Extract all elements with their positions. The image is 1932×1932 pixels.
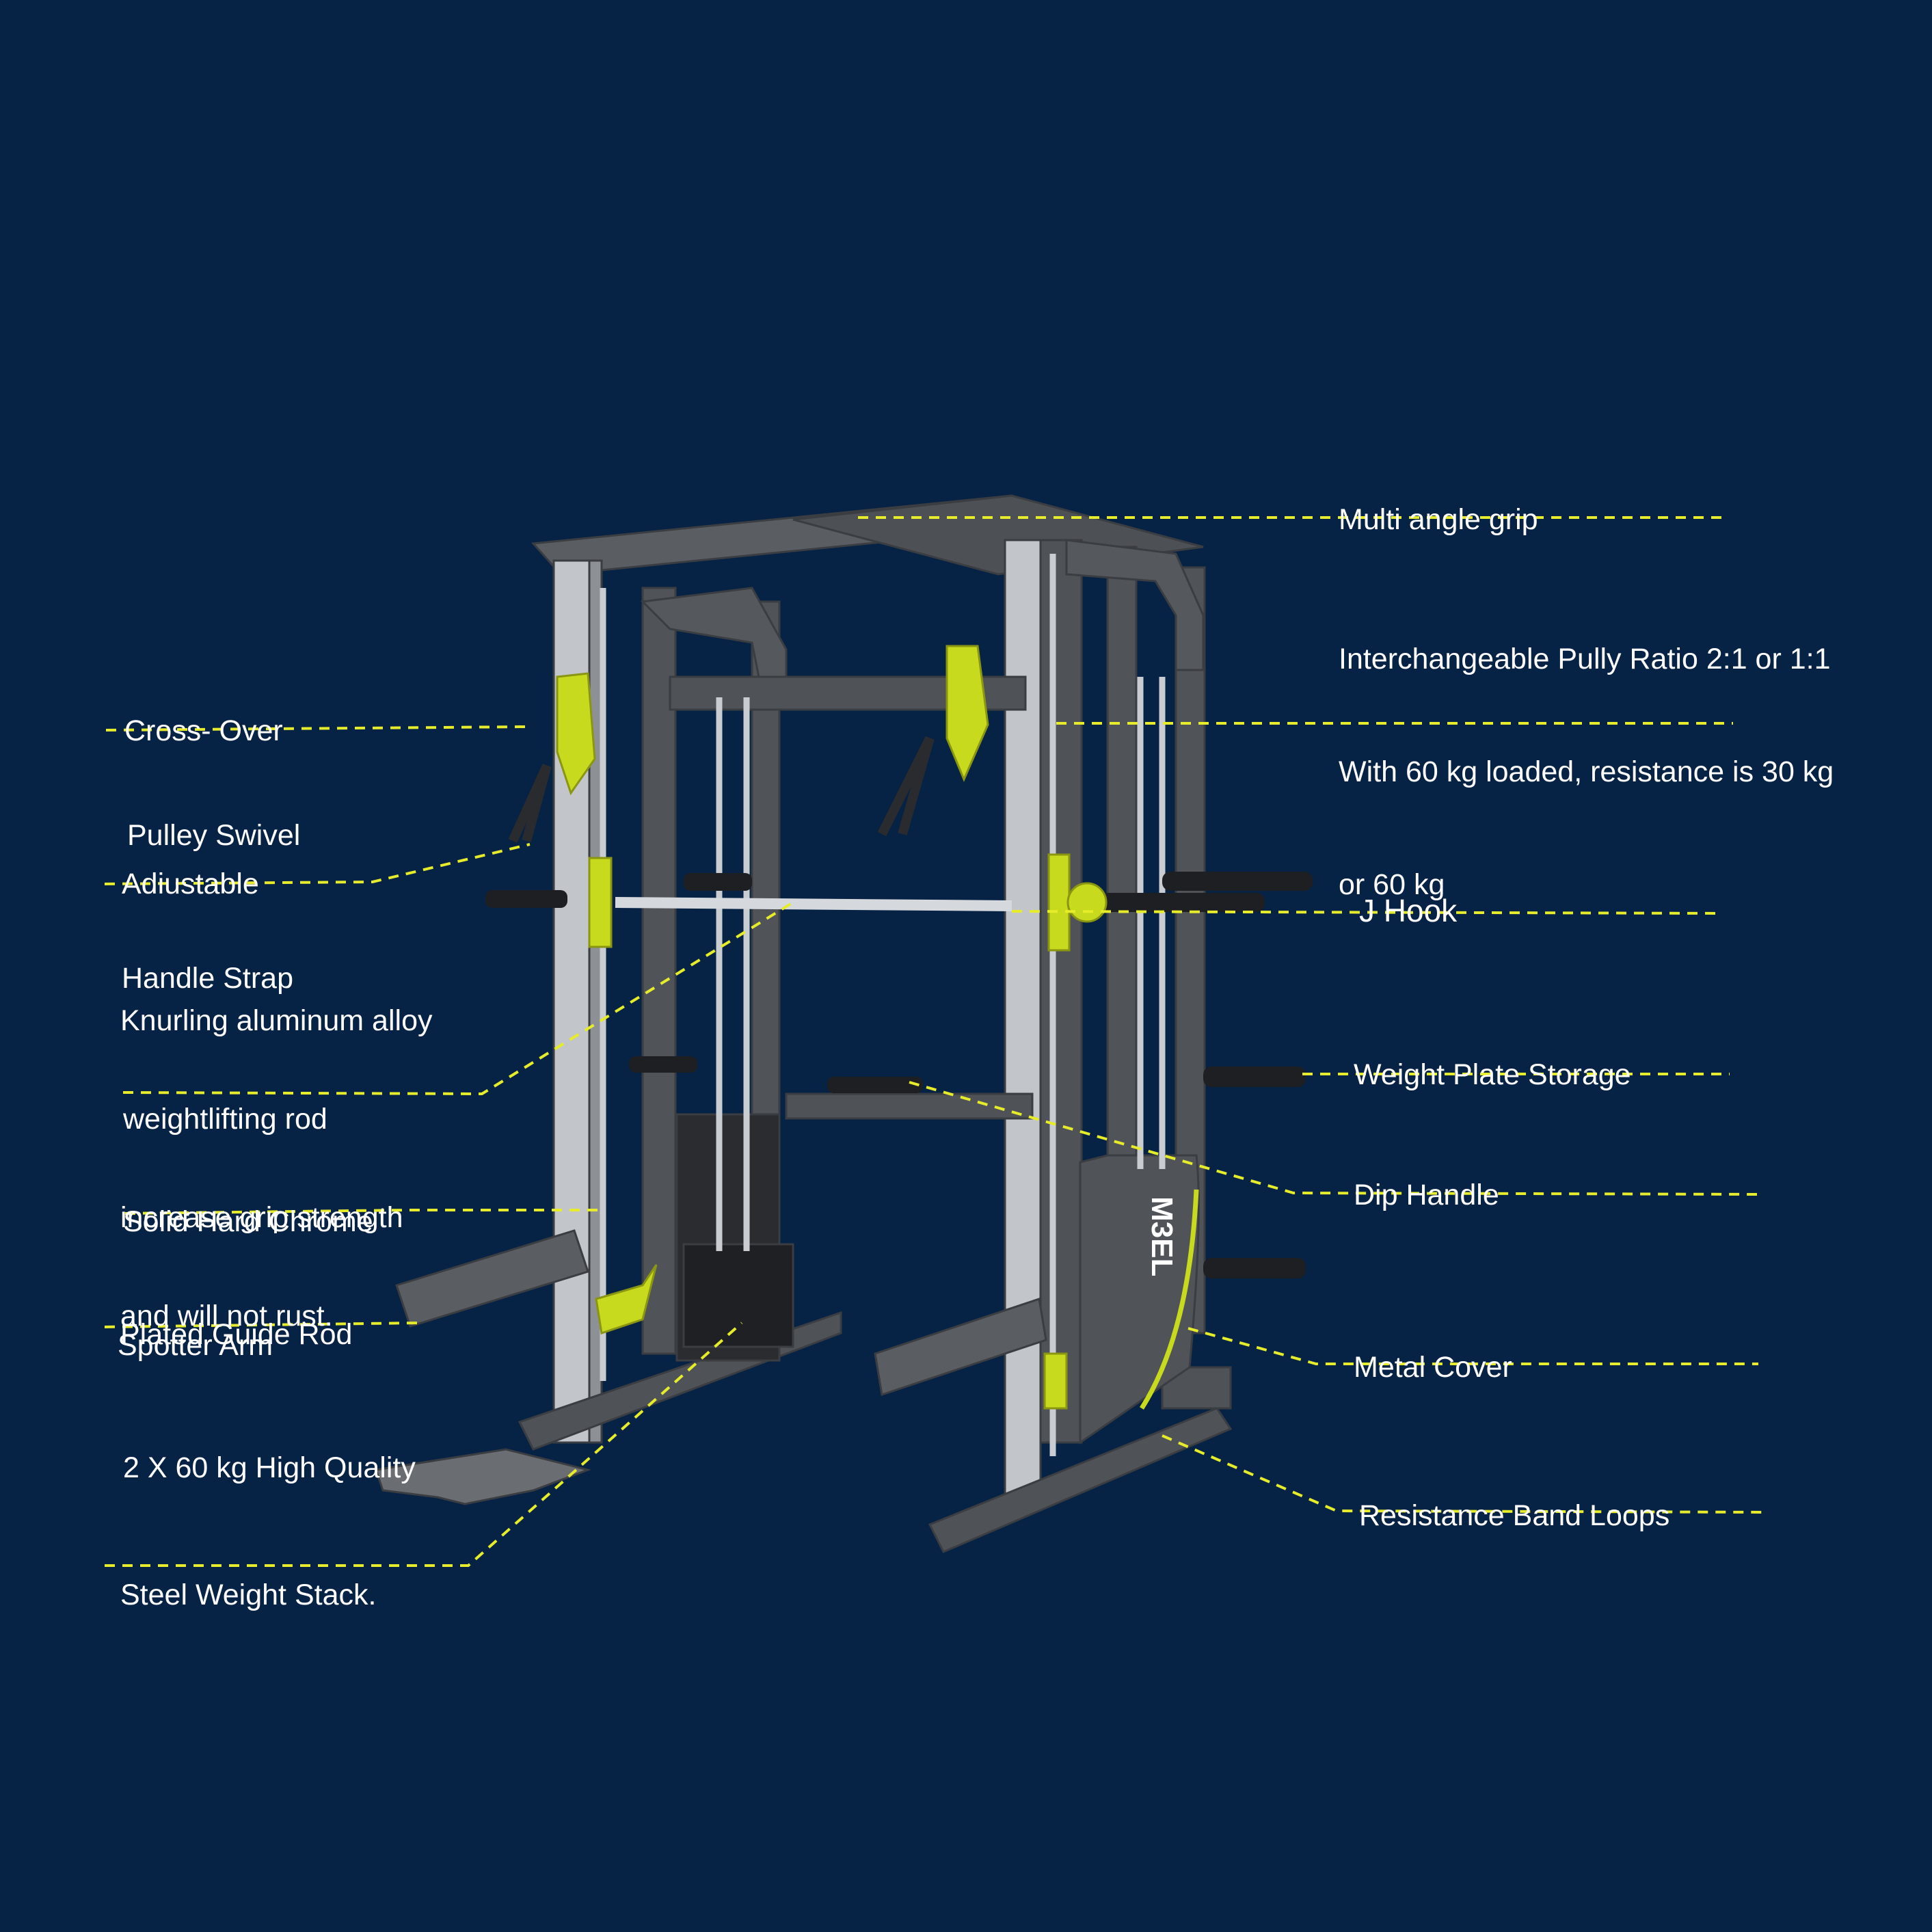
callout-j-hook: J Hook <box>1359 822 1457 999</box>
cable-handles <box>508 736 935 843</box>
leader-weight-stack <box>105 1321 743 1567</box>
callout-line: Steel Weight Stack. <box>120 1579 377 1611</box>
leader-metal-cover <box>1188 1327 1758 1365</box>
callout-line: 2 X 60 kg High Quality <box>123 1451 416 1484</box>
callout-plate-storage: Weight Plate Storage <box>1354 986 1631 1164</box>
leader-j-hook <box>1011 910 1723 915</box>
leader-band-loops <box>1162 1434 1768 1514</box>
callout-line: Interchangeable Pully Ratio 2:1 or 1:1 <box>1339 643 1831 675</box>
callout-spotter-arm: Spotter Arm <box>118 1257 273 1434</box>
callout-line: or 60 kg <box>1339 868 1445 901</box>
leader-knurling-rod <box>122 901 794 1096</box>
callout-knurling-rod: Knurling aluminum alloy weightlifting ro… <box>120 939 433 1398</box>
leader-dip-handle <box>909 1081 1758 1196</box>
callout-handle-strap: Adiustable Handle Strap <box>122 805 293 1057</box>
callout-line: Knurling aluminum alloy <box>120 1004 433 1037</box>
callout-dip-handle: Dip Handle <box>1354 1106 1499 1284</box>
accent-pulleys <box>556 645 1108 1410</box>
callout-weight-stack: 2 X 60 kg High Quality Steel Weight Stac… <box>120 1362 416 1701</box>
callout-band-loops: Resistance Band Loops <box>1359 1427 1669 1605</box>
callout-line: weightlifting rod <box>123 1103 327 1136</box>
callout-line: Weight Plate Storage <box>1354 1058 1631 1091</box>
callout-pulley-ratio: Interchangeable Pully Ratio 2:1 or 1:1 W… <box>1339 565 1834 979</box>
dip-handles <box>629 1056 923 1093</box>
product-logo: M3EL <box>1145 1196 1179 1276</box>
callout-line: increase grip strength <box>120 1201 403 1234</box>
callout-cross-over-pulley: Cross- Over Pulley Swivel <box>124 644 300 923</box>
guide-rods <box>600 554 1166 1456</box>
callout-line: With 60 kg loaded, resistance is 30 kg <box>1339 755 1834 788</box>
callout-metal-cover: Metal Cover <box>1354 1278 1512 1456</box>
callout-line: and will not rust. <box>120 1300 333 1332</box>
callout-multi-angle-grip: Multi angle grip <box>1339 431 1538 608</box>
barbell <box>485 872 1313 1278</box>
callout-line: Multi angle grip <box>1339 503 1538 536</box>
callout-line: Metal Cover <box>1354 1351 1512 1384</box>
callout-line: Pulley Swivel <box>127 819 301 852</box>
callout-line: Handle Strap <box>122 962 293 995</box>
leader-handle-strap <box>104 843 531 885</box>
callout-line: Plated Guide Rod <box>120 1318 353 1351</box>
callout-line: Resistance Band Loops <box>1359 1499 1670 1532</box>
callout-line: Solid Hard Chrome <box>123 1205 373 1238</box>
callout-line: Dip Handle <box>1354 1179 1499 1211</box>
callout-line: Spotter Arm <box>118 1329 273 1362</box>
callout-line: Adiustable <box>122 868 259 900</box>
callout-line: Cross- Over <box>124 714 283 747</box>
callout-guide-rod: Solid Hard Chrome Plated Guide Rod <box>120 1128 373 1429</box>
callout-line: J Hook <box>1359 893 1458 928</box>
leader-guide-rod <box>124 1209 598 1215</box>
